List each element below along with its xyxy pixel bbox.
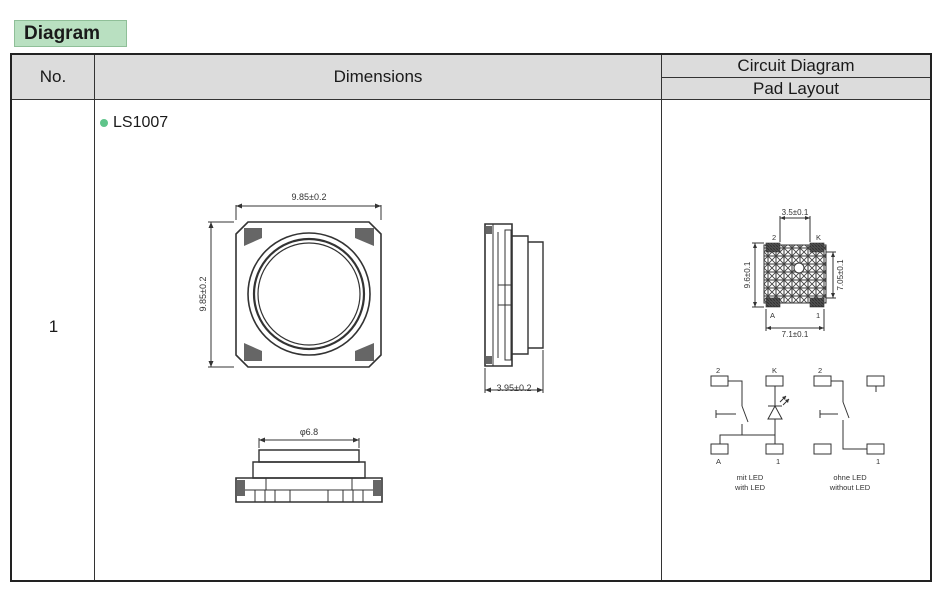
- front-diameter-dimension: φ6.8: [300, 427, 318, 437]
- header-pad-label: Pad Layout: [752, 79, 839, 98]
- pad-pin-a: A: [770, 311, 775, 320]
- pad-inner-dimension: 3.5±0.1: [782, 208, 809, 217]
- column-divider-no: [94, 100, 95, 580]
- header-subdivider: [662, 77, 930, 78]
- model-name: LS1007: [113, 114, 169, 131]
- circuit-without-led: [813, 375, 885, 455]
- circuit-led-pin-a: A: [716, 457, 721, 466]
- pad-height-dimension: 9.6±0.1: [743, 261, 752, 288]
- front-view: [235, 437, 383, 503]
- circuit-noled-pin-2: 2: [818, 366, 822, 375]
- circuit-noled-pin-1: 1: [876, 457, 880, 466]
- circuit-led-pin-2: 2: [716, 366, 720, 375]
- pad-pin-1: 1: [816, 311, 820, 320]
- section-title: Diagram: [14, 20, 127, 47]
- column-divider-circuit: [661, 100, 662, 580]
- circuit-with-led: [710, 375, 790, 455]
- label-without-led-de: ohne LED: [833, 473, 867, 482]
- pad-layout: [752, 216, 836, 331]
- header-circuit-label: Circuit Diagram: [737, 56, 855, 75]
- pad-inner-height-dimension: 7.05±0.1: [836, 259, 845, 291]
- header-dimensions-label: Dimensions: [333, 67, 423, 86]
- dimension-table: No. Dimensions Circuit Diagram Pad Layou…: [10, 53, 932, 582]
- header-dimensions: Dimensions: [95, 55, 662, 100]
- row-number: 1: [48, 317, 59, 336]
- top-width-dimension: 9.85±0.2: [292, 192, 327, 202]
- header-no-label: No.: [39, 67, 67, 86]
- label-with-led-en: with LED: [734, 483, 766, 492]
- pad-pin-k: K: [816, 233, 821, 242]
- label-with-led-de: mit LED: [737, 473, 764, 482]
- circuit-led-pin-k: K: [772, 366, 777, 375]
- bullet-icon: [100, 119, 108, 127]
- top-view: [208, 203, 382, 368]
- side-depth-dimension: 3.95±0.2: [497, 383, 532, 393]
- circuit-led-pin-1: 1: [776, 457, 780, 466]
- header-no: No.: [12, 55, 95, 100]
- label-without-led-en: without LED: [829, 483, 871, 492]
- top-height-dimension: 9.85±0.2: [198, 277, 208, 312]
- pad-pin-2: 2: [772, 233, 776, 242]
- model-label: LS1007: [100, 114, 168, 132]
- pad-width-dimension: 7.1±0.1: [782, 330, 809, 339]
- side-view: [484, 223, 544, 393]
